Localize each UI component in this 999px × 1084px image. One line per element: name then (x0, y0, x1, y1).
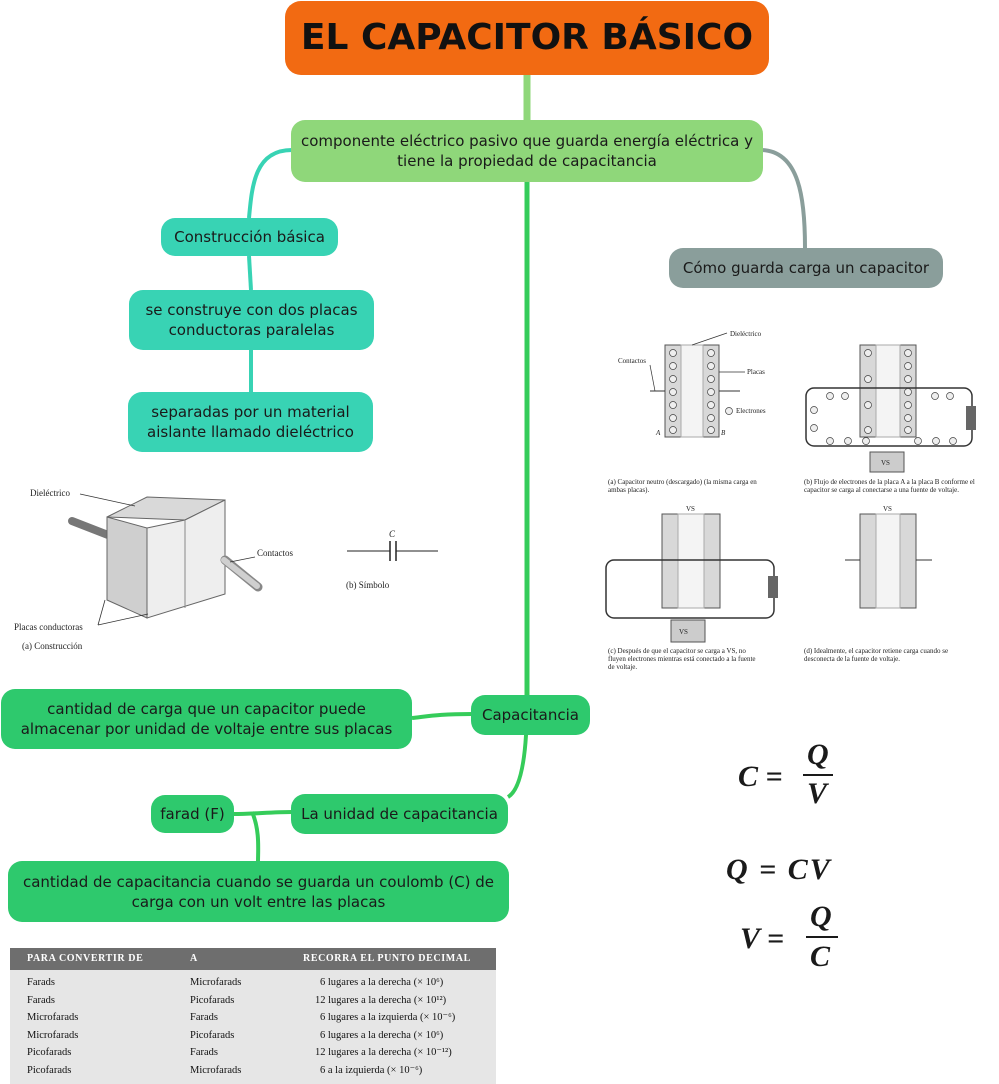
label-dielectric: Dieléctrico (30, 488, 70, 498)
table-header-to: A (190, 953, 198, 964)
table-header-move: RECORRA EL PUNTO DECIMAL (303, 953, 471, 964)
charge-label-contacts: Contactos (618, 357, 646, 365)
farad-definition-node[interactable]: cantidad de capacitancia cuando se guard… (8, 861, 509, 922)
cell-to: Picofarads (190, 1029, 235, 1041)
cell-move: 6 lugares a la derecha (× 10⁶) (320, 977, 444, 988)
charge-label-electrons: Electrones (736, 407, 766, 415)
table-header-from: PARA CONVERTIR DE (27, 953, 144, 964)
charge-caption-b: (b) Flujo de electrones de la placa A a … (804, 478, 975, 494)
table-header: PARA CONVERTIR DE A RECORRA EL PUNTO DEC… (10, 948, 496, 970)
construction-step1-node[interactable]: se construye con dos placas conductoras … (129, 290, 374, 350)
cell-from: Farads (27, 977, 55, 988)
table-row: Microfarads Farads 6 lugares a la izquie… (10, 1009, 496, 1027)
formula-c-den: V (807, 777, 828, 810)
charge-caption-c: (c) Después de que el capacitor se carga… (608, 647, 756, 671)
cell-to: Farads (190, 1012, 218, 1024)
charge-label-dielectric: Dieléctrico (730, 330, 762, 338)
charge-label-plates: Placas (747, 368, 765, 376)
caption-symbol: (b) Símbolo (346, 580, 390, 590)
title-node[interactable]: EL CAPACITOR BÁSICO (285, 1, 769, 75)
formula-c-bar (803, 774, 833, 776)
cell-to: Microfarads (190, 977, 242, 988)
cell-from: Picofarads (27, 1047, 72, 1059)
charge-label-source-c: VS (679, 628, 688, 636)
farad-node[interactable]: farad (F) (151, 795, 234, 833)
unit-header-node[interactable]: La unidad de capacitancia (291, 794, 508, 834)
symbol-letter: C (389, 529, 396, 539)
cell-to: Picofarads (190, 994, 235, 1006)
conversion-table: PARA CONVERTIR DE A RECORRA EL PUNTO DEC… (10, 948, 496, 1084)
table-row: Picofarads Microfarads 6 a la izquierda … (10, 1062, 496, 1080)
table-row: Microfarads Picofarads 6 lugares a la de… (10, 1027, 496, 1045)
label-plates: Placas conductoras (14, 622, 83, 632)
cell-from: Farads (27, 994, 55, 1006)
formula-v-left: V = (740, 922, 785, 955)
formula-c-left: C = (738, 760, 783, 793)
construction-step2-node[interactable]: separadas por un material aislante llama… (128, 392, 373, 452)
cell-from: Microfarads (27, 1029, 79, 1041)
cell-to: Microfarads (190, 1064, 242, 1076)
charge-label-source-b: VS (881, 459, 890, 467)
table-row: Farads Picofarads 12 lugares a la derech… (10, 992, 496, 1010)
formula-c-num: Q (807, 738, 829, 771)
formula-q: Q = CV (726, 853, 832, 886)
storage-node[interactable]: Cómo guarda carga un capacitor (669, 248, 943, 288)
formula-v-den: C (810, 940, 831, 973)
label-contacts: Contactos (257, 548, 293, 558)
definition-node[interactable]: componente eléctrico pasivo que guarda e… (291, 120, 763, 182)
cell-move: 6 a la izquierda (× 10⁻⁶) (320, 1064, 423, 1076)
cell-from: Picofarads (27, 1064, 72, 1076)
cell-from: Microfarads (27, 1012, 79, 1024)
cell-move: 6 lugares a la derecha (× 10⁶) (320, 1029, 444, 1041)
charge-caption-a: (a) Capacitor neutro (descargado) (la mi… (608, 478, 757, 494)
charge-label-plate-b: B (721, 429, 726, 437)
capacitance-definition-node[interactable]: cantidad de carga que un capacitor puede… (1, 689, 412, 749)
capacitance-header-node[interactable]: Capacitancia (471, 695, 590, 735)
cell-move: 6 lugares a la izquierda (× 10⁻⁶) (320, 1012, 456, 1024)
formula-v-bar (806, 936, 838, 938)
table-row: Picofarads Farads 12 lugares a la derech… (10, 1044, 496, 1062)
caption-construction: (a) Construcción (22, 641, 83, 651)
cell-move: 12 lugares a la derecha (× 10⁻¹²) (315, 1047, 452, 1059)
charge-caption-d: (d) Idealmente, el capacitor retiene car… (804, 647, 949, 663)
charge-label-plate-a: A (656, 429, 661, 437)
table-row: Farads Microfarads 6 lugares a la derech… (10, 974, 496, 992)
formula-v-num: Q (810, 900, 832, 933)
construction-header-node[interactable]: Construcción básica (161, 218, 338, 256)
charge-label-source-d-top: VS (883, 505, 892, 513)
cell-to: Farads (190, 1047, 218, 1059)
cell-move: 12 lugares a la derecha (× 10¹²) (315, 994, 447, 1006)
charge-label-source-c-top: VS (686, 505, 695, 513)
